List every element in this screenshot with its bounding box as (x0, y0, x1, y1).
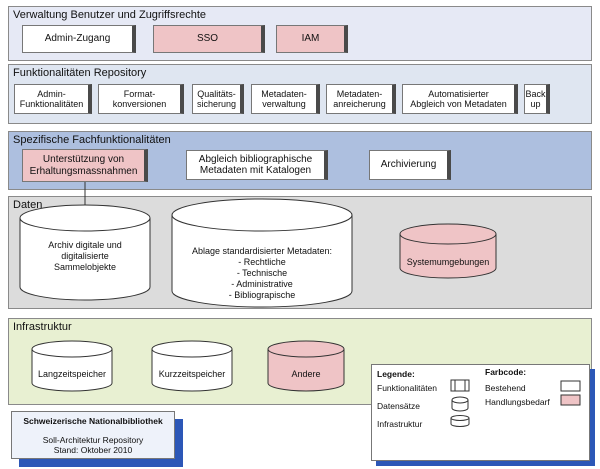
infrastructure-symbol-icon (450, 415, 470, 427)
metadata-label-1: Ablage standardisierter Metadaten: (192, 246, 332, 256)
legend-existing: Bestehend (485, 383, 526, 393)
legend: Legende: Funktionalitäten Datensätze Inf… (371, 364, 590, 461)
function-symbol-icon (450, 379, 470, 392)
metadata-label-5: - Bibliograpische (229, 290, 296, 300)
system-environments-cylinder: Systemumgebungen (399, 223, 497, 279)
architecture-title: Soll-Architektur Repository (42, 435, 144, 445)
legend-functions: Funktionalitäten (377, 383, 438, 393)
short-term-storage-cylinder: Kurzzeitspeicher (151, 340, 233, 392)
other-infrastructure-cylinder: Andere (267, 340, 345, 392)
biblio-match-box: Abgleich bibliographische Metadaten mit … (186, 150, 328, 180)
long-term-storage-cylinder: Langzeitspeicher (31, 340, 113, 392)
legend-records: Datensätze (377, 401, 420, 411)
other-infrastructure-label: Andere (291, 369, 320, 379)
metadata-label-4: - Administrative (231, 279, 293, 289)
national-library-info: Schweizerische Nationalbibliothek Soll-A… (11, 411, 175, 459)
metadata-admin-box: Metadaten- verwaltung (251, 84, 320, 114)
quality-assurance-box: Qualitäts- sicherung (192, 84, 244, 114)
auto-metadata-match-box: Automatisierter Abgleich von Metadaten (402, 84, 518, 114)
layer-title: Daten (13, 199, 43, 211)
metadata-cylinder: Ablage standardisierter Metadaten: - Rec… (171, 198, 353, 308)
admin-access-box: Admin-Zugang (22, 25, 136, 53)
long-term-storage-label: Langzeitspeicher (38, 369, 106, 379)
format-conversion-box: Format- konversionen (98, 84, 184, 114)
system-environments-label: Systemumgebungen (407, 257, 490, 267)
archiving-box: Archivierung (369, 150, 451, 180)
color-existing-swatch (560, 380, 581, 392)
organization-name: Schweizerische Nationalbibliothek (23, 416, 163, 426)
admin-functions-box: Admin- Funktionalitäten (14, 84, 92, 114)
sso-box: SSO (153, 25, 265, 53)
iam-box: IAM (276, 25, 348, 53)
archive-label-2: digitalisierte (61, 251, 109, 261)
metadata-label-2: - Rechtliche (238, 257, 286, 267)
preservation-support-box: Unterstützung von Erhaltungsmassnahmen (22, 149, 148, 182)
backup-box: Back up (524, 84, 550, 114)
legend-colorcode-title: Farbcode: (485, 367, 527, 377)
legend-action-needed: Handlungsbedarf (485, 397, 550, 407)
short-term-storage-label: Kurzzeitspeicher (159, 369, 226, 379)
layer-title: Spezifische Fachfunktionalitäten (13, 134, 171, 146)
archive-label-1: Archiv digitale und (48, 240, 122, 250)
layer-title: Funktionalitäten Repository (13, 67, 147, 79)
archive-cylinder: Archiv digitale und digitalisierte Samme… (19, 204, 151, 301)
color-action-needed-swatch (560, 394, 581, 406)
legend-infrastructure: Infrastruktur (377, 419, 423, 429)
layer-title: Infrastruktur (13, 321, 72, 333)
layer-title: Verwaltung Benutzer und Zugriffsrechte (13, 9, 207, 21)
metadata-label-3: - Technische (237, 268, 287, 278)
record-symbol-icon (451, 396, 469, 412)
legend-symbols (450, 379, 581, 427)
legend-title: Legende: (377, 369, 415, 379)
architecture-date: Stand: Oktober 2010 (53, 445, 133, 455)
metadata-enrichment-box: Metadaten- anreicherung (326, 84, 396, 114)
archive-label-3: Sammelobjekte (54, 262, 116, 272)
